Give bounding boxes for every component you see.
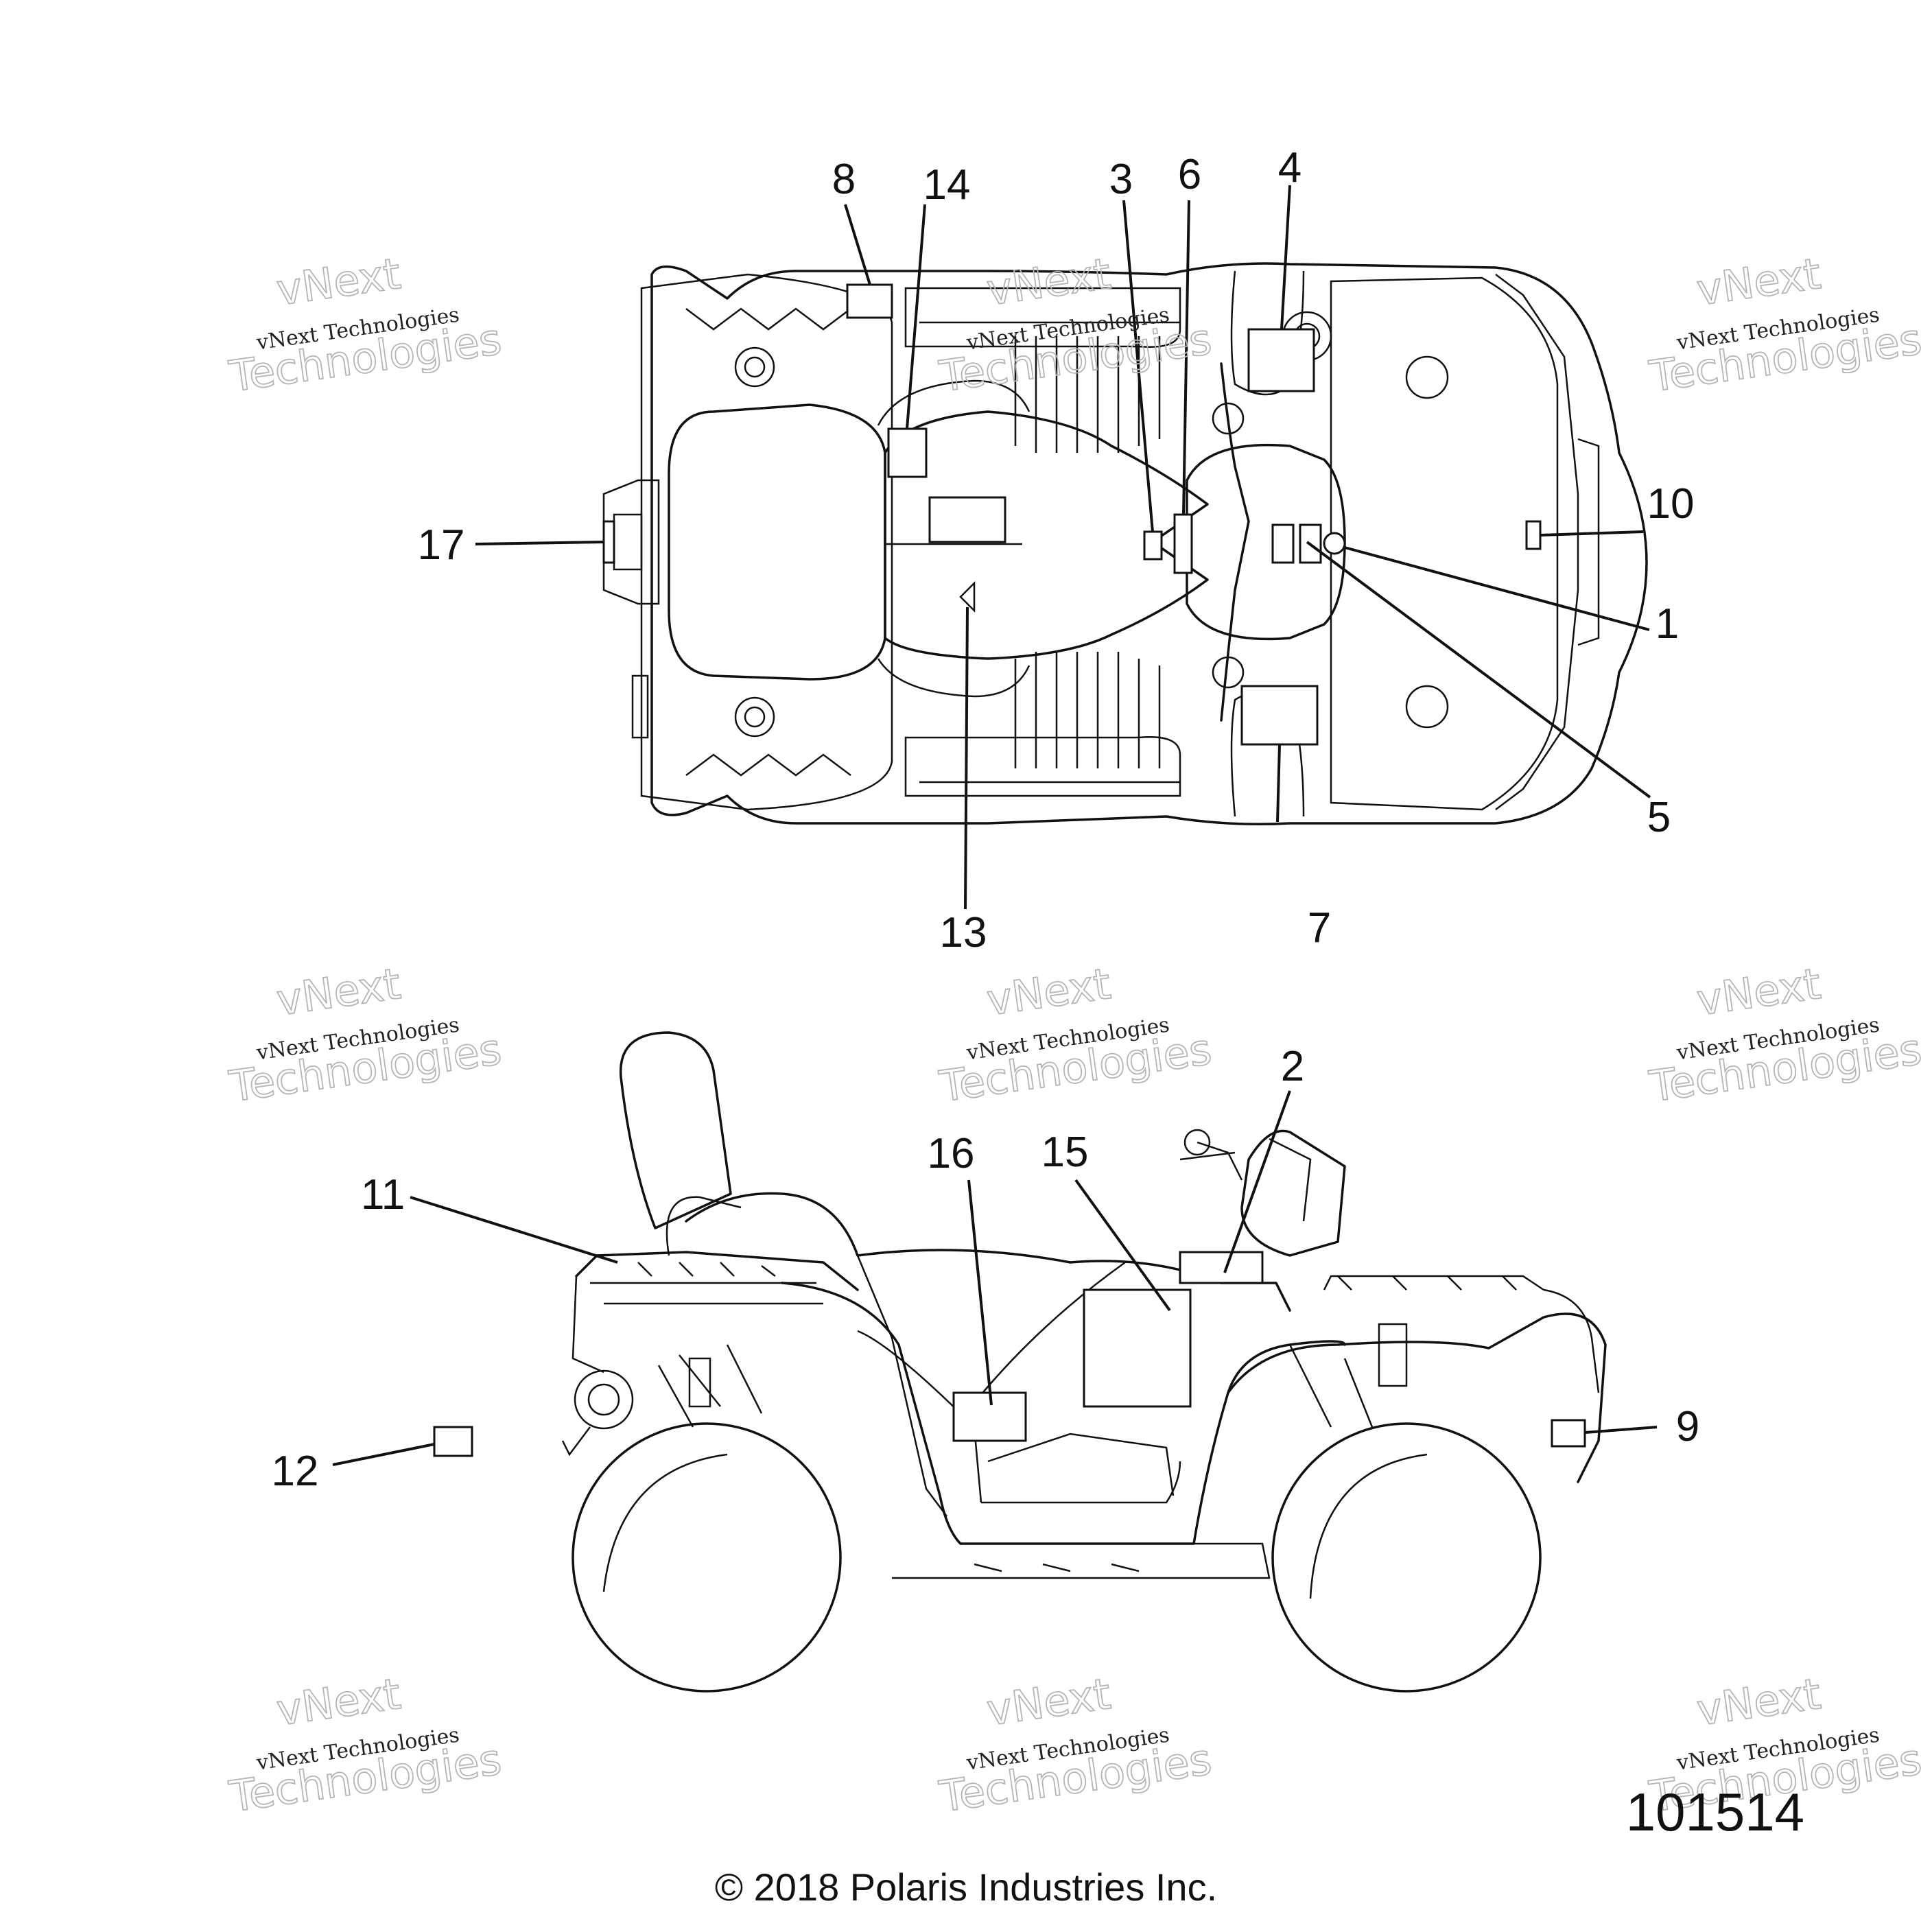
callout-14: 14 (923, 161, 971, 209)
svg-text:vNext: vNext (984, 1669, 1114, 1735)
decal-9 (1551, 1419, 1586, 1448)
svg-text:vNext: vNext (274, 958, 404, 1025)
decal-2 (1179, 1251, 1264, 1284)
callout-11: 11 (361, 1171, 405, 1218)
svg-text:vNext: vNext (984, 958, 1114, 1025)
callout-13: 13 (940, 909, 987, 956)
callout-15: 15 (1041, 1129, 1089, 1176)
decal-7 (1240, 685, 1319, 746)
decal-side-rear (631, 674, 649, 739)
footwell-grates-top (919, 321, 1180, 784)
decal-12 (433, 1426, 473, 1457)
callout-labels: 8 14 3 6 4 10 1 5 7 13 17 2 16 15 11 12 … (272, 144, 1700, 1495)
front-wheel (1271, 1422, 1542, 1693)
watermark: vNext Technologies vNext Technologies (936, 1668, 1215, 1822)
decal-5a (1271, 523, 1295, 564)
watermark: vNext Technologies vNext Technologies (936, 958, 1215, 1112)
callout-10: 10 (1647, 480, 1695, 528)
decal-4 (1247, 328, 1315, 392)
callout-1: 1 (1656, 600, 1679, 648)
callout-6: 6 (1178, 151, 1201, 198)
callout-5: 5 (1647, 794, 1671, 841)
callout-16: 16 (928, 1130, 975, 1177)
callout-2: 2 (1281, 1043, 1304, 1090)
svg-text:vNext: vNext (1694, 248, 1824, 315)
atv-side-view (332, 1031, 1658, 1693)
watermark: vNext Technologies vNext Technologies (936, 248, 1215, 402)
callout-3: 3 (1109, 156, 1133, 203)
callout-4: 4 (1278, 144, 1301, 191)
decal-13-large (928, 496, 1006, 543)
decal-8 (846, 283, 893, 319)
atv-top-view (475, 185, 1651, 910)
decal-14 (887, 427, 928, 478)
watermark: vNext Technologies vNext Technologies (1646, 248, 1925, 402)
callout-17: 17 (418, 521, 465, 569)
watermark: vNext Technologies vNext Technologies (226, 958, 505, 1112)
decal-1 (1323, 532, 1346, 555)
svg-text:vNext: vNext (984, 248, 1114, 315)
svg-text:vNext: vNext (1694, 1669, 1824, 1735)
decal-6 (1173, 513, 1193, 574)
drawing-number: 101514 (1626, 1782, 1804, 1842)
watermarks: vNext Technologies vNext Technologies vN… (226, 248, 1925, 1822)
svg-text:vNext: vNext (274, 1669, 404, 1735)
rear-wheel (572, 1422, 842, 1693)
callout-8: 8 (832, 156, 856, 203)
watermark: vNext Technologies vNext Technologies (226, 248, 505, 402)
decal-15 (1083, 1288, 1192, 1408)
callout-12: 12 (272, 1448, 319, 1495)
decal-3 (1143, 530, 1163, 561)
copyright-notice: © 2018 Polaris Industries Inc. (715, 1865, 1217, 1909)
watermark: vNext Technologies vNext Technologies (1646, 958, 1925, 1112)
watermark: vNext Technologies vNext Technologies (226, 1668, 505, 1822)
decal-17 (602, 520, 615, 564)
decal-10 (1525, 520, 1542, 550)
svg-text:vNext: vNext (274, 248, 404, 315)
callout-9: 9 (1676, 1403, 1699, 1450)
callout-7: 7 (1308, 904, 1331, 952)
svg-text:vNext: vNext (1694, 958, 1824, 1025)
